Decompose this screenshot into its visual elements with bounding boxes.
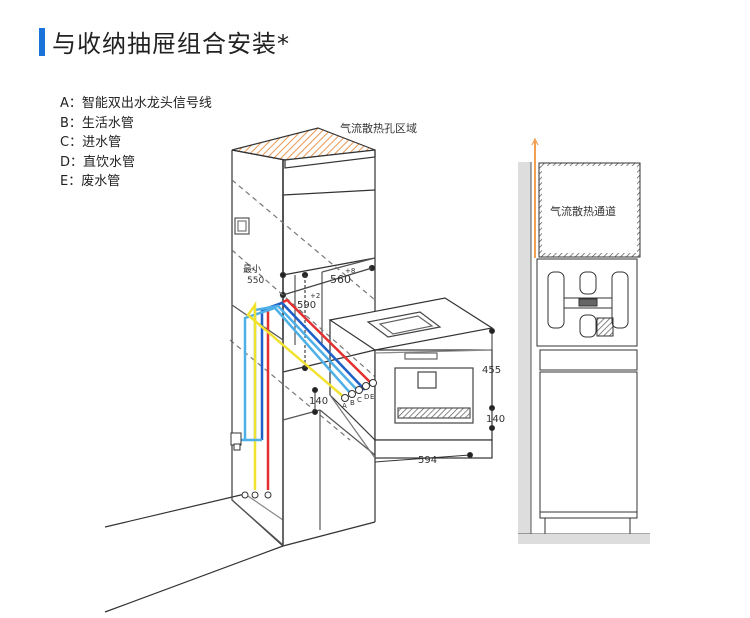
- port-e-label: E: [370, 393, 374, 401]
- wall: [518, 162, 531, 534]
- side-elevation: [518, 137, 650, 544]
- airflow-holes-label: 气流散热孔区域: [340, 121, 417, 135]
- dimension-labels: 最小 550 560 +8 590 +2 455 140 140 594 A B…: [243, 121, 505, 466]
- pipe-a-yellow: [246, 301, 346, 490]
- valve-icon: [230, 432, 242, 451]
- port-b-label: B: [350, 399, 355, 407]
- width-560: 560: [330, 273, 351, 286]
- isometric-cabinet: [104, 127, 494, 613]
- pipe-ports: [241, 379, 377, 499]
- page-title: 与收纳抽屉组合安装*: [52, 30, 290, 58]
- dimension-lines: [312, 328, 495, 463]
- height-140-right: 140: [486, 414, 505, 425]
- min-label: 最小: [243, 264, 261, 275]
- min-value: 550: [247, 276, 264, 286]
- height-455: 455: [482, 365, 501, 376]
- airflow-channel-label: 气流散热通道: [550, 204, 616, 218]
- legend-item-b: B：生活水管: [60, 115, 134, 131]
- pipe-b-lightblue: [243, 306, 353, 440]
- tol-560: +8: [345, 267, 355, 275]
- legend-item-e: E：废水管: [60, 174, 121, 189]
- power-socket-icon: [234, 217, 250, 235]
- height-140-left: 140: [309, 396, 328, 407]
- port-c-label: C: [357, 396, 362, 404]
- appliance-top: [328, 297, 494, 351]
- water-pipes: [232, 298, 374, 490]
- tol-590: +2: [310, 292, 320, 300]
- port-d-label: D: [364, 393, 369, 401]
- width-594: 594: [418, 455, 437, 466]
- port-a-label: A: [342, 402, 347, 410]
- airflow-arrow-icon: [531, 137, 539, 146]
- legend-item-c: C：进水管: [60, 135, 122, 150]
- depth-590: 590: [297, 300, 316, 311]
- coffee-machine-front: [374, 349, 493, 441]
- pipe-legend: A：智能双出水龙头信号线 B：生活水管 C：进水管 D：直饮水管 E：废水管: [60, 94, 212, 192]
- legend-item-d: D：直饮水管: [60, 154, 136, 170]
- title-accent-bar: [39, 28, 45, 56]
- legend-item-a: A：智能双出水龙头信号线: [60, 96, 212, 111]
